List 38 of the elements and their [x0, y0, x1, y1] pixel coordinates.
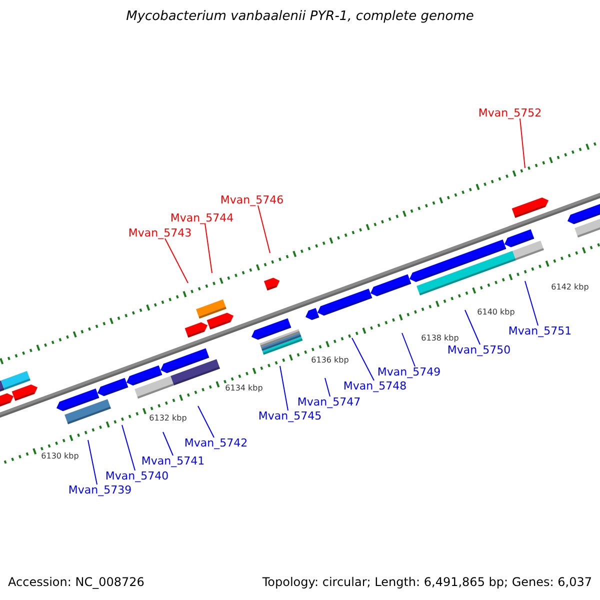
genome-title: Mycobacterium vanbaalenii PYR-1, complete genome — [125, 9, 475, 24]
leader-line — [402, 332, 416, 367]
gene-label: Mvan_5752 — [478, 106, 542, 120]
leader-line — [324, 378, 330, 397]
leader-line — [204, 223, 212, 274]
leader-line — [198, 406, 214, 438]
footer-text: Accession: NC_008726 — [8, 575, 144, 589]
leader-line — [352, 338, 374, 381]
axis-tick-label: 6132 kbp — [149, 414, 187, 422]
gene-label: Mvan_5750 — [447, 344, 511, 356]
gene-label: Mvan_5746 — [220, 194, 284, 206]
axis-tick-label: 6138 kbp — [421, 334, 459, 342]
leader-line — [122, 424, 136, 471]
leader-line — [258, 205, 270, 254]
footer-text: Topology: circular; Length: 6,491,865 bp; Genes: 6,037 — [262, 575, 592, 589]
gene-label: Mvan_5751 — [508, 324, 572, 338]
gene-label: Mvan_5741 — [141, 454, 205, 468]
gene-label: Mvan_5745 — [258, 410, 322, 422]
leader-line — [520, 118, 526, 168]
axis-tick-label: 6136 kbp — [311, 356, 349, 364]
gene-label: Mvan_5744 — [170, 212, 234, 224]
axis-tick-label: 6134 kbp — [225, 384, 263, 392]
gene-label: Mvan_5747 — [297, 396, 361, 408]
gene-label: Mvan_5743 — [128, 226, 192, 240]
leader-line — [280, 366, 288, 411]
axis-tick-label: 6140 kbp — [477, 308, 515, 316]
leader-line — [524, 280, 538, 326]
gene-label: Mvan_5740 — [105, 470, 169, 482]
gene-label: Mvan_5748 — [343, 380, 407, 392]
leader-line — [88, 440, 98, 485]
leader-line — [162, 432, 174, 456]
leader-line — [464, 310, 480, 345]
leader-line — [164, 238, 188, 284]
axis-tick-label: 6130 kbp — [41, 452, 79, 460]
gene-label: Mvan_5739 — [68, 484, 132, 496]
axis-tick-label: 6142 kbp — [551, 282, 589, 292]
gene-label: Mvan_5742 — [184, 436, 248, 450]
gene-label: Mvan_5749 — [377, 366, 441, 378]
